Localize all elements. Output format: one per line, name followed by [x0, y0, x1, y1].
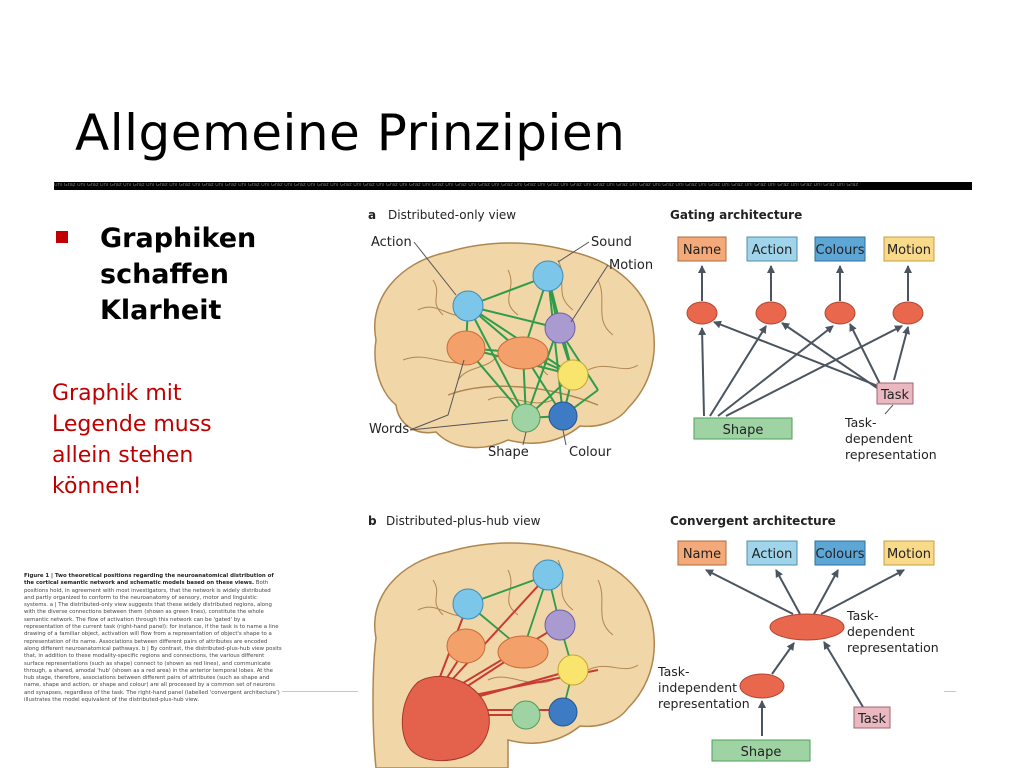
label-colour: Colour	[569, 445, 612, 460]
label-motion: Motion	[609, 258, 653, 273]
conv-taskdep-line: dependent	[847, 624, 915, 639]
node-b-orange	[446, 628, 486, 664]
conv-shape-label: Shape	[741, 745, 782, 760]
gating-title: Gating architecture	[670, 208, 802, 222]
label-sound: Sound	[591, 235, 632, 250]
bullet-line: Klarheit	[100, 295, 222, 326]
conv-taskindep-line: representation	[658, 696, 750, 711]
node-action	[452, 290, 484, 322]
brain-b	[372, 542, 655, 768]
gating-node-3	[824, 301, 856, 325]
figure-caption: Figure 1 | Two theoretical positions reg…	[24, 573, 282, 704]
gating-box-name-label: Name	[683, 243, 721, 258]
gating-box-action	[746, 236, 798, 262]
conv-task-label: Task	[857, 712, 887, 727]
gating-task-box	[876, 382, 914, 405]
note-line: Legende muss	[52, 412, 212, 437]
bullet-line: schaffen	[100, 259, 229, 290]
legend-note: Graphik mit Legende muss allein stehen k…	[52, 378, 272, 502]
hub-region	[401, 675, 490, 762]
note-line: allein stehen	[52, 443, 194, 468]
node-b-words	[497, 635, 549, 669]
gating-shape-box	[693, 417, 793, 440]
brain-a	[374, 242, 655, 449]
decor-line-right	[944, 691, 956, 692]
conv-box-motion-label: Motion	[887, 547, 931, 562]
conv-box-name	[677, 540, 727, 566]
panel-a-title: Distributed-only view	[388, 208, 516, 222]
gating-taskrep-line: representation	[845, 447, 937, 462]
convergent-title: Convergent architecture	[670, 514, 836, 528]
node-sound	[532, 260, 564, 292]
gating-box-name	[677, 236, 727, 262]
node-b-shape	[511, 700, 541, 730]
gating-box-colours	[814, 236, 866, 262]
gating-node-4	[892, 301, 924, 325]
gating-taskrep-line: dependent	[845, 431, 913, 446]
caption-body: Both positions hold, in agreement with m…	[24, 580, 282, 704]
conv-taskindep-line: Task-	[657, 664, 690, 679]
gating-node-1	[686, 301, 718, 325]
node-words	[497, 336, 549, 370]
label-words: Words	[369, 422, 409, 437]
gating-taskrep-line: Task-	[844, 415, 877, 430]
conv-box-action	[746, 540, 798, 566]
node-b-sound	[532, 559, 564, 591]
node-b-action	[452, 588, 484, 620]
title-divider-watermark: Uni Graz Uni Graz Uni Graz Uni Graz Uni …	[54, 183, 858, 188]
node-yellow	[557, 359, 589, 391]
neuro-figure: a Distributed-only view Action Sound Mot…	[368, 208, 939, 768]
gating-task-label: Task	[880, 388, 910, 403]
gating-node-2	[755, 301, 787, 325]
conv-hub-node	[769, 613, 845, 641]
title-divider	[54, 182, 972, 190]
bullet-text: Graphiken schaffen Klarheit	[100, 221, 300, 329]
conv-box-action-label: Action	[752, 547, 793, 562]
conv-taskdep-line: representation	[847, 640, 939, 655]
conv-box-colours	[814, 540, 866, 566]
gating-box-colours-label: Colours	[816, 243, 865, 258]
node-motion	[544, 312, 576, 344]
node-b-motion	[544, 609, 576, 641]
conv-task-box	[853, 706, 891, 729]
node-shape	[511, 403, 541, 433]
node-orange-a	[446, 330, 486, 366]
bullet-marker	[56, 231, 68, 243]
conv-box-colours-label: Colours	[816, 547, 865, 562]
gating-box-action-label: Action	[752, 243, 793, 258]
panel-a-letter: a	[368, 208, 376, 222]
bullet-line: Graphiken	[100, 223, 257, 254]
conv-shape-box	[711, 739, 811, 762]
note-line: können!	[52, 474, 142, 499]
gating-box-motion	[883, 236, 935, 262]
conv-indep-node	[739, 673, 785, 699]
gating-shape-label: Shape	[723, 423, 764, 438]
conv-taskdep-line: Task-	[846, 608, 879, 623]
gating-box-motion-label: Motion	[887, 243, 931, 258]
conv-box-motion	[883, 540, 935, 566]
node-b-yellow	[557, 654, 589, 686]
node-b-colour	[548, 697, 578, 727]
panel-b-title: Distributed-plus-hub view	[386, 514, 541, 528]
conv-box-name-label: Name	[683, 547, 721, 562]
conv-taskindep-line: independent	[658, 680, 737, 695]
label-action: Action	[371, 235, 412, 250]
slide-title: Allgemeine Prinzipien	[75, 104, 626, 162]
panel-b-letter: b	[368, 514, 377, 528]
node-colour	[548, 401, 578, 431]
label-shape: Shape	[488, 445, 529, 460]
note-line: Graphik mit	[52, 381, 182, 406]
caption-lead: Figure 1 | Two theoretical positions reg…	[24, 573, 274, 587]
decor-line-left	[282, 691, 358, 692]
